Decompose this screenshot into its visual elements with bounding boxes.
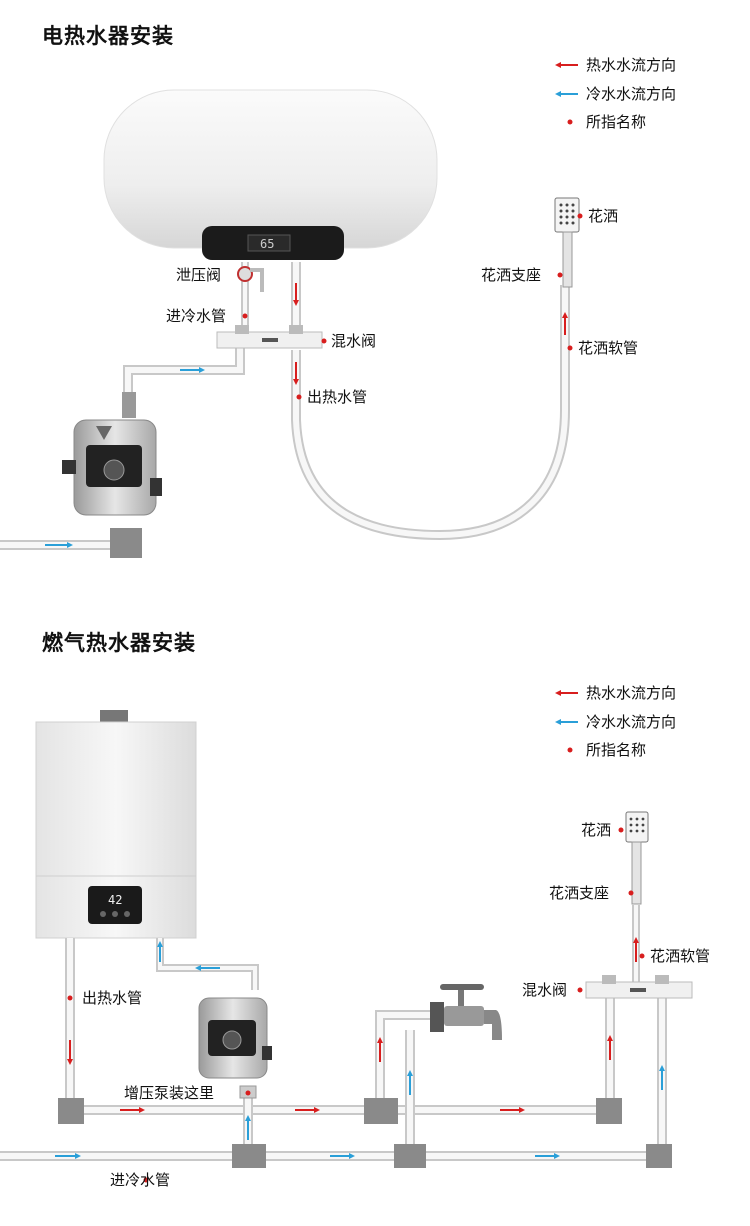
label-hot-outlet-electric: 出热水管 (307, 388, 368, 406)
electric-legend-cold: 冷水水流方向 (586, 85, 677, 103)
gas-section-title: 燃气热水器安装 (42, 631, 196, 655)
gas-legend-marks (555, 690, 578, 753)
gas-legend-hot: 热水水流方向 (586, 684, 677, 702)
gas-mixing-valve (585, 975, 693, 999)
label-relief-valve: 泄压阀 (176, 266, 222, 284)
label-pump-here: 增压泵装这里 (124, 1084, 215, 1102)
label-mixing-valve-gas: 混水阀 (522, 981, 568, 999)
gas-shower-head (625, 811, 649, 905)
electric-elbow (110, 528, 142, 558)
gas-heater-body (35, 710, 197, 939)
label-hot-outlet-gas: 出热水管 (82, 989, 143, 1007)
gas-booster-pump (198, 997, 272, 1099)
label-cold-inlet-gas: 进冷水管 (110, 1171, 171, 1189)
label-shower-electric: 花洒 (588, 207, 619, 225)
label-shower-holder-gas: 花洒支座 (549, 884, 610, 902)
electric-shower-head (554, 197, 580, 288)
gas-legend-cold: 冷水水流方向 (586, 713, 677, 731)
electric-mixing-valve (216, 325, 323, 349)
electric-legend-hot: 热水水流方向 (586, 56, 677, 74)
label-shower-hose-gas: 花洒软管 (650, 947, 711, 965)
gas-legend-name: 所指名称 (586, 741, 647, 759)
electric-booster-pump (62, 392, 162, 516)
electric-section-title: 电热水器安装 (42, 24, 174, 48)
gas-pipes (0, 905, 667, 1161)
label-shower-hose-electric: 花洒软管 (578, 339, 639, 357)
electric-flow-arrows (45, 283, 568, 548)
electric-display-value: 65 (260, 237, 274, 251)
gas-display-value: 42 (108, 893, 122, 907)
electric-heater-tank (103, 89, 438, 260)
label-shower-holder-electric: 花洒支座 (481, 266, 542, 284)
gas-flow-arrows (55, 937, 665, 1159)
electric-legend-marks (555, 62, 578, 125)
faucet (430, 984, 502, 1040)
label-shower-gas: 花洒 (581, 821, 612, 839)
electric-name-dots (242, 213, 583, 400)
label-mixing-valve-electric: 混水阀 (331, 332, 377, 350)
electric-legend-name: 所指名称 (586, 113, 647, 131)
gas-fittings (58, 1098, 672, 1168)
relief-valve (237, 266, 264, 292)
gas-name-dots (67, 827, 645, 1183)
label-cold-inlet-electric: 进冷水管 (166, 307, 227, 325)
